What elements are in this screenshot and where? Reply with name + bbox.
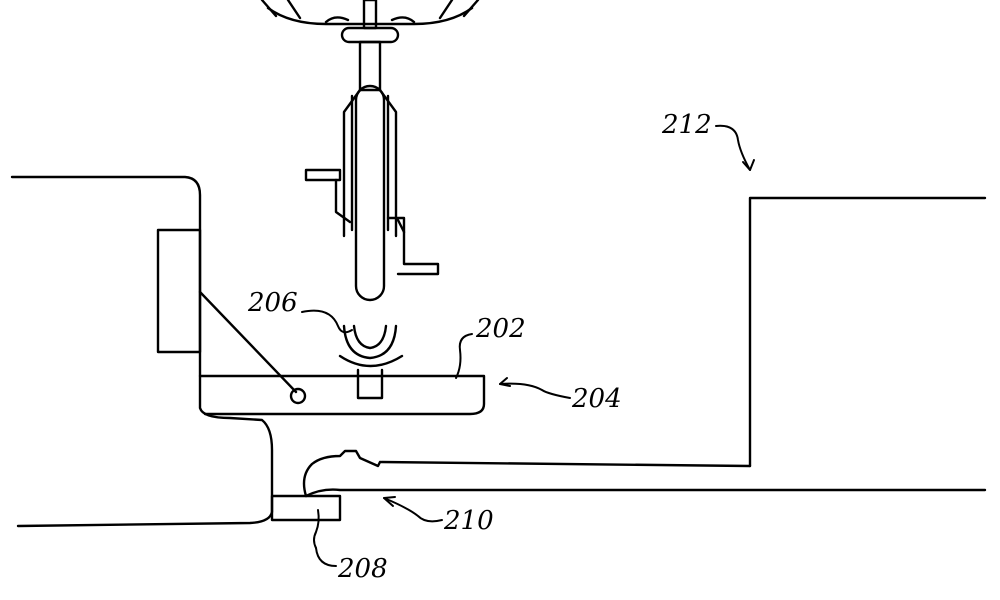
leader-208 xyxy=(313,509,320,549)
brake-levers xyxy=(324,16,416,24)
bike-carrier xyxy=(198,324,486,416)
arrow-212 xyxy=(742,159,755,171)
pivot-pin xyxy=(289,387,307,405)
wheel-holder-base xyxy=(338,354,404,368)
hitch-receiver xyxy=(270,494,342,522)
leader-212 xyxy=(715,124,751,171)
bicycle xyxy=(260,0,480,302)
right-crank-pedal xyxy=(386,216,440,276)
wheel-holder-post xyxy=(356,368,384,400)
leader-206 xyxy=(301,309,353,334)
leader-208-tail xyxy=(315,547,337,567)
vehicle-rear xyxy=(10,175,307,528)
label-212: 212 xyxy=(662,110,712,140)
label-204: 204 xyxy=(572,384,622,414)
fork-inner xyxy=(350,94,390,232)
carrier-platform xyxy=(198,374,486,416)
handlebar-grips xyxy=(260,0,480,20)
stem-clamp xyxy=(340,26,400,44)
hitch-arm-bottom xyxy=(304,488,987,498)
label-206: 206 xyxy=(248,288,298,318)
arrow-210 xyxy=(383,496,396,507)
handlebar xyxy=(266,6,474,26)
arrow-204 xyxy=(499,377,511,387)
label-208: 208 xyxy=(338,554,388,584)
left-crank xyxy=(334,178,352,224)
front-wheel xyxy=(354,84,386,302)
leader-lines xyxy=(301,124,755,567)
left-pedal xyxy=(304,168,342,182)
leader-202 xyxy=(455,333,473,379)
hitch-assembly xyxy=(270,449,987,522)
fork-outer xyxy=(342,88,398,238)
chainring xyxy=(396,218,406,234)
tail-light xyxy=(156,228,202,354)
wheel-cradle xyxy=(342,324,398,360)
raised-platform xyxy=(748,196,987,468)
leader-204 xyxy=(499,382,571,399)
hitch-arm-top xyxy=(302,449,752,498)
head-tube xyxy=(358,40,382,92)
stem xyxy=(362,0,378,30)
label-202: 202 xyxy=(476,314,526,344)
leader-210 xyxy=(383,497,443,523)
label-210: 210 xyxy=(444,506,494,536)
